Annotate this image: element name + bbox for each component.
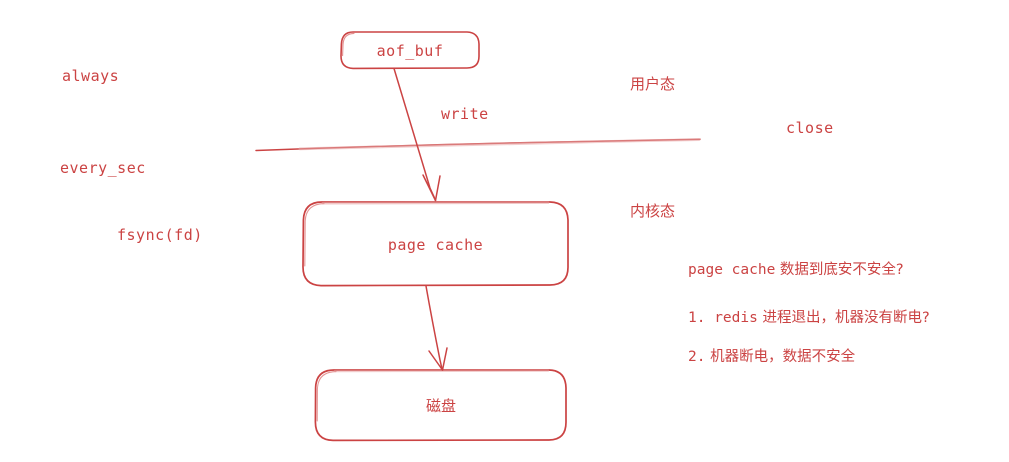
edge-write-arrow (393, 67, 441, 202)
node-page-cache-label: page cache (387, 236, 484, 254)
label-always: always (62, 67, 120, 85)
notes-heading-mono: page cache (688, 262, 776, 278)
edge-fsync-arrow (425, 285, 448, 371)
label-user-mode: 用户态 (630, 75, 676, 93)
label-close: close (786, 119, 834, 137)
note-item: 2. 机器断电，数据不安全 (688, 345, 998, 366)
node-page-cache-shape (302, 201, 569, 287)
node-disk-label: 磁盘 (425, 397, 456, 415)
note-item-index: 2. (688, 349, 706, 365)
note-item-cjk: 机器断电，数据不安全 (705, 349, 856, 365)
note-item-mono: redis (705, 310, 758, 326)
label-kernel-mode: 内核态 (630, 202, 676, 220)
note-item: 1. redis 进程退出，机器没有断电? (688, 306, 998, 327)
notes-block: page cache 数据到底安不安全? 1. redis 进程退出，机器没有断… (688, 258, 998, 384)
note-item-index: 1. (688, 310, 706, 326)
label-every-sec: every_sec (60, 159, 146, 177)
label-fsync-fd: fsync(fd) (117, 226, 203, 244)
node-aof-buf-label: aof_buf (376, 42, 444, 60)
node-disk-shape (314, 369, 567, 442)
notes-heading: page cache 数据到底安不安全? (688, 258, 998, 279)
notes-heading-cjk: 数据到底安不安全? (775, 262, 904, 278)
edge-label-write: write (441, 105, 489, 123)
note-item-cjk: 进程退出，机器没有断电? (757, 310, 930, 326)
user-kernel-boundary-line (255, 138, 701, 152)
node-aof-buf-shape (340, 31, 480, 70)
